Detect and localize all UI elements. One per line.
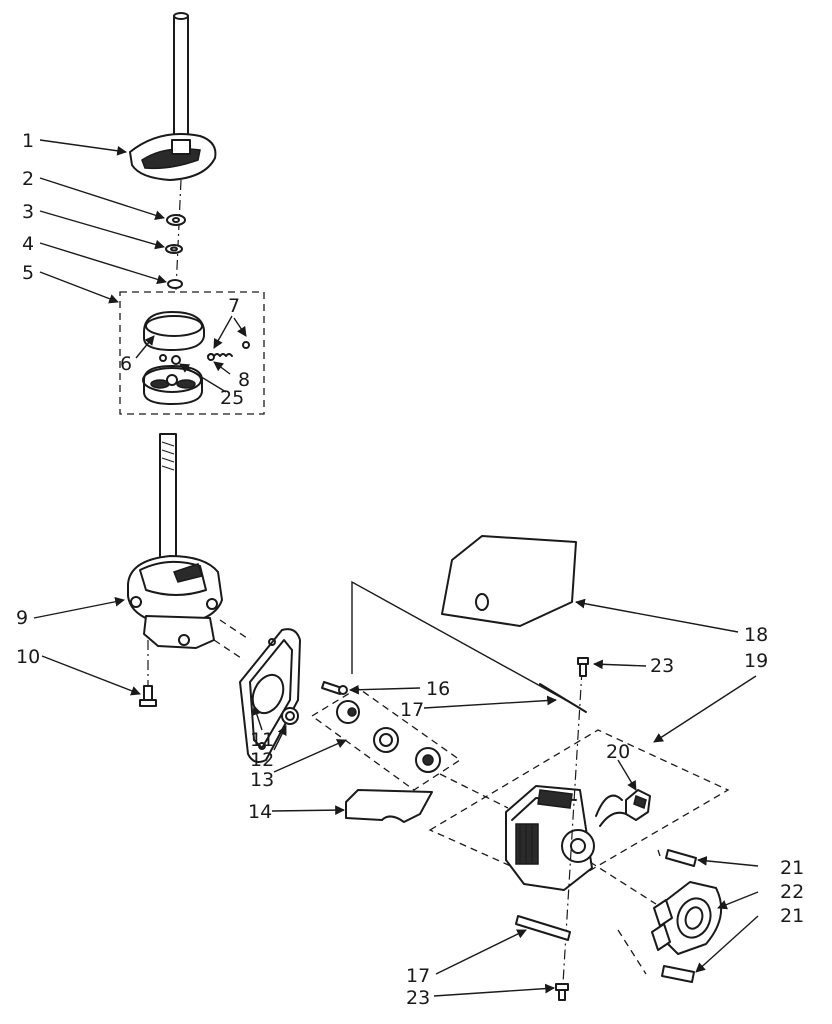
callout-4: 4 — [22, 233, 34, 255]
rod-part-17 — [539, 683, 587, 713]
callout-10: 10 — [16, 646, 40, 668]
callout-20: 20 — [606, 741, 630, 763]
callout-21-top: 21 — [780, 857, 804, 879]
screw-part-23-bottom — [555, 983, 569, 1001]
pump-clip-bracket — [617, 849, 661, 975]
clip-part-21-top — [665, 849, 697, 867]
top-shaft-and-cam — [129, 12, 217, 181]
plug-part-12 — [281, 707, 299, 725]
leader-lines — [33, 139, 759, 997]
callout-7: 7 — [228, 295, 240, 317]
gasket-part-14 — [345, 789, 433, 823]
pin-part-16 — [321, 681, 348, 695]
screw-part-10 — [139, 685, 157, 707]
callout-6: 6 — [120, 353, 132, 375]
brake-kit-outline — [119, 291, 265, 415]
callout-1: 1 — [22, 130, 34, 152]
screw-part-23-top — [577, 657, 589, 677]
callout-19: 19 — [744, 650, 768, 672]
upper-center-line — [175, 179, 182, 291]
motor-to-pump-line — [589, 861, 657, 905]
callout-labels: 1 2 3 4 5 6 7 8 25 9 10 11 12 13 14 16 1… — [16, 130, 804, 1009]
panel-part-18 — [441, 535, 577, 627]
callout-17-bottom: 17 — [406, 965, 430, 987]
bar-part-17-bottom — [515, 915, 571, 941]
motor-assembly — [505, 785, 631, 891]
pump-part-22 — [651, 881, 723, 955]
cover-plate — [239, 628, 301, 763]
transmission-to-cover — [219, 619, 251, 641]
motor-screw-line — [561, 669, 583, 1001]
callout-2: 2 — [22, 168, 34, 190]
transmission-to-cover-2 — [213, 639, 245, 661]
callout-5: 5 — [22, 262, 34, 284]
callout-21-bottom: 21 — [780, 905, 804, 927]
callout-16: 16 — [426, 678, 450, 700]
callout-25: 25 — [220, 387, 244, 409]
callout-9: 9 — [16, 607, 28, 629]
callout-23-bottom: 23 — [406, 987, 430, 1009]
callout-13: 13 — [250, 769, 274, 791]
gear-kit-parts — [336, 700, 441, 773]
washer-stack — [165, 214, 186, 289]
callout-12: 12 — [250, 749, 274, 771]
rod-line — [351, 580, 581, 709]
brake-kit-parts — [142, 311, 250, 405]
callout-23-top: 23 — [650, 655, 674, 677]
gear-to-motor-line — [439, 773, 509, 809]
transmission-assembly — [127, 433, 223, 649]
switch-part-20 — [625, 789, 651, 821]
callout-11: 11 — [250, 729, 274, 751]
callout-17-top: 17 — [400, 699, 424, 721]
clip-part-21-bottom — [661, 965, 695, 983]
callout-18: 18 — [744, 624, 768, 646]
callout-14: 14 — [248, 801, 272, 823]
callout-22: 22 — [780, 881, 804, 903]
callout-3: 3 — [22, 201, 34, 223]
callout-8: 8 — [238, 369, 250, 391]
